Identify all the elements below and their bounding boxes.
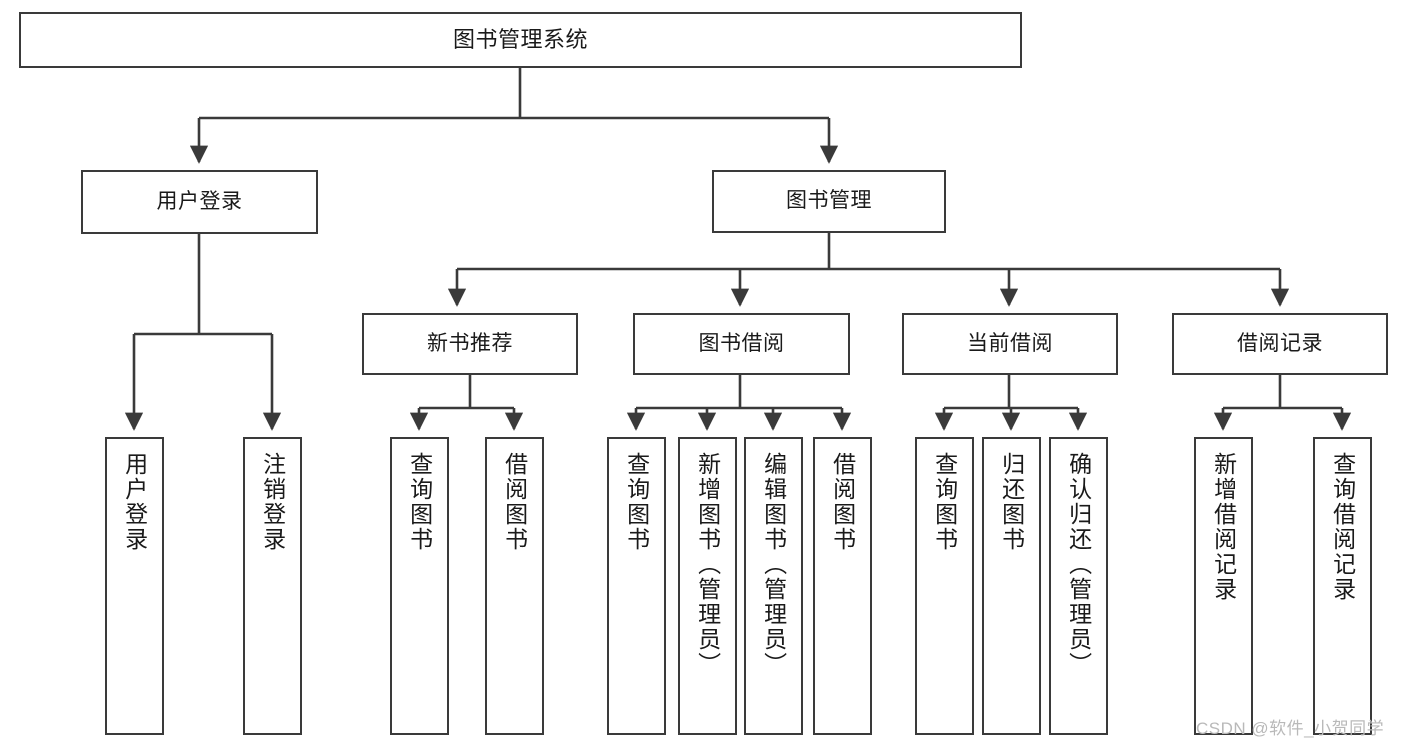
node-root-book-management-system[interactable]: 图书管理系统 xyxy=(19,12,1022,68)
node-label: 查询图书 xyxy=(623,452,650,552)
leaf-book-borrow-add[interactable]: 新增图书（管理员） xyxy=(678,437,737,735)
node-label: 当前借阅 xyxy=(967,331,1053,355)
node-borrow-record[interactable]: 借阅记录 xyxy=(1172,313,1388,375)
node-label: 新书推荐 xyxy=(427,331,513,355)
node-label: 用户登录 xyxy=(121,452,148,552)
node-label: 注销登录 xyxy=(259,452,286,552)
node-book-management[interactable]: 图书管理 xyxy=(712,170,946,233)
node-label: 新增图书（管理员） xyxy=(694,452,721,677)
leaf-current-borrow-confirm[interactable]: 确认归还（管理员） xyxy=(1049,437,1108,735)
node-label: 借阅记录 xyxy=(1237,331,1323,355)
node-label: 借阅图书 xyxy=(829,452,856,552)
leaf-current-borrow-return[interactable]: 归还图书 xyxy=(982,437,1041,735)
leaf-book-borrow-query[interactable]: 查询图书 xyxy=(607,437,666,735)
leaf-book-borrow-edit[interactable]: 编辑图书（管理员） xyxy=(744,437,803,735)
node-label: 用户登录 xyxy=(156,189,243,213)
node-user-login[interactable]: 用户登录 xyxy=(81,170,318,234)
leaf-user-login-login[interactable]: 用户登录 xyxy=(105,437,164,735)
node-new-book-recommend[interactable]: 新书推荐 xyxy=(362,313,578,375)
node-label: 确认归还（管理员） xyxy=(1065,452,1092,677)
node-current-borrow[interactable]: 当前借阅 xyxy=(902,313,1118,375)
node-label: 图书借阅 xyxy=(698,331,785,355)
csdn-watermark: CSDN @软件_小贺同学 xyxy=(1196,719,1385,738)
leaf-book-borrow-borrow[interactable]: 借阅图书 xyxy=(813,437,872,735)
node-label: 新增借阅记录 xyxy=(1210,452,1237,602)
node-label: 图书管理 xyxy=(786,189,872,213)
node-label: 图书管理系统 xyxy=(452,27,588,53)
leaf-user-login-logout[interactable]: 注销登录 xyxy=(243,437,302,735)
node-book-borrow[interactable]: 图书借阅 xyxy=(633,313,850,375)
node-label: 查询借阅记录 xyxy=(1329,452,1356,602)
leaf-new-book-borrow[interactable]: 借阅图书 xyxy=(485,437,544,735)
leaf-new-book-query[interactable]: 查询图书 xyxy=(390,437,449,735)
node-label: 归还图书 xyxy=(998,452,1025,552)
node-label: 查询图书 xyxy=(406,452,433,552)
node-label: 编辑图书（管理员） xyxy=(760,452,787,677)
leaf-borrow-record-add[interactable]: 新增借阅记录 xyxy=(1194,437,1253,735)
node-label: 借阅图书 xyxy=(501,452,528,552)
leaf-current-borrow-query[interactable]: 查询图书 xyxy=(915,437,974,735)
node-label: 查询图书 xyxy=(931,452,958,552)
leaf-borrow-record-query[interactable]: 查询借阅记录 xyxy=(1313,437,1372,735)
